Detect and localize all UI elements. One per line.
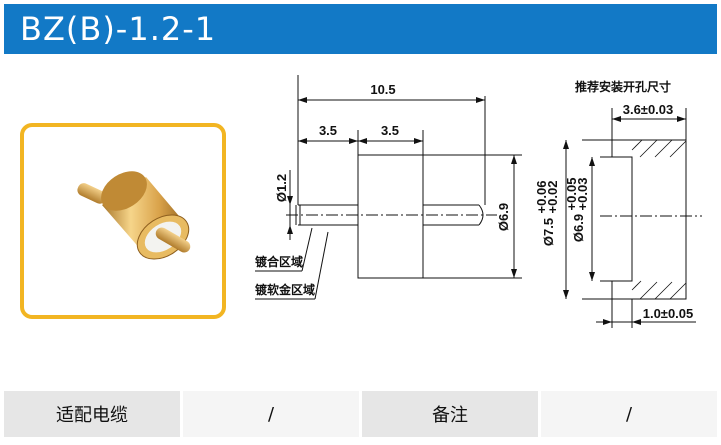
dim-outer-dia-tol-upper: +0.06 xyxy=(534,181,549,214)
title-bar: BZ(B)-1.2-1 xyxy=(4,4,717,54)
dim-outer-dia-tol-lower: +0.02 xyxy=(545,181,560,214)
dim-pin-diameter: Ø1.2 xyxy=(274,174,289,202)
dim-outer-diameter: Ø7.5 xyxy=(541,218,556,246)
product-title: BZ(B)-1.2-1 xyxy=(20,10,217,48)
dim-hole-dia-tol-upper: +0.05 xyxy=(564,178,579,211)
dim-hole-dia-tol-lower: +0.03 xyxy=(575,178,590,211)
dim-hole-depth: 3.6±0.03 xyxy=(623,102,674,117)
cable-label: 适配电缆 xyxy=(4,391,180,437)
dim-pin-length: 3.5 xyxy=(319,123,337,138)
spec-table: 适配电缆 / 备注 / xyxy=(4,391,717,437)
dim-hole-diameter: Ø6.9 xyxy=(571,214,586,242)
dim-total-length: 10.5 xyxy=(370,82,395,97)
product-photo-frame xyxy=(20,123,226,319)
product-photo xyxy=(77,171,191,260)
remarks-value: / xyxy=(541,391,717,437)
dim-lip-thickness: 1.0±0.05 xyxy=(643,306,694,321)
callout-gold-plated-area: 镀合区域 xyxy=(255,254,303,269)
remarks-label: 备注 xyxy=(362,391,538,437)
dim-body-length: 3.5 xyxy=(381,123,399,138)
dim-body-diameter: Ø6.9 xyxy=(496,203,511,231)
callout-soft-gold-area: 镀软金区域 xyxy=(255,282,315,297)
mounting-hole-title: 推荐安装开孔尺寸 xyxy=(575,79,671,94)
cable-value: / xyxy=(183,391,359,437)
